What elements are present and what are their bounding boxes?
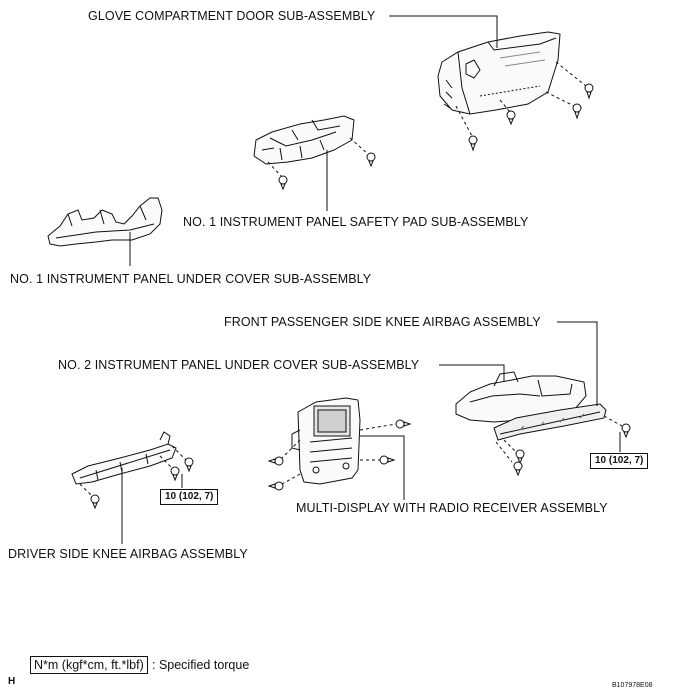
passenger-airbag-part (493, 403, 607, 441)
safety-pad-label: NO. 1 INSTRUMENT PANEL SAFETY PAD SUB-AS… (183, 215, 529, 229)
torque-legend-description: : Specified torque (152, 658, 250, 672)
under-cover-2-part (455, 371, 587, 423)
safety-pad-screws (267, 137, 376, 191)
driver-airbag-part (71, 431, 177, 485)
safety-pad-part (253, 115, 355, 165)
under-cover-1-part (47, 197, 163, 247)
passenger-airbag-label: FRONT PASSENGER SIDE KNEE AIRBAG ASSEMBL… (224, 315, 541, 329)
figure-code: B107978E08 (612, 682, 653, 689)
glove-door-screws (455, 61, 594, 152)
glove-compartment-door-label: GLOVE COMPARTMENT DOOR SUB-ASSEMBLY (88, 9, 376, 23)
under-cover-2-label: NO. 2 INSTRUMENT PANEL UNDER COVER SUB-A… (58, 358, 420, 372)
multi-display-label: MULTI-DISPLAY WITH RADIO RECEIVER ASSEMB… (296, 501, 608, 515)
driver-airbag-label: DRIVER SIDE KNEE AIRBAG ASSEMBLY (8, 547, 248, 561)
glove-door-leader (389, 15, 498, 48)
driver-torque-value: 10 (102, 7) (160, 489, 219, 505)
torque-legend-unit: N*m (kgf*cm, ft.*lbf) (30, 656, 148, 674)
passenger-airbag-leader (557, 321, 598, 406)
multi-display-part (291, 397, 361, 485)
corner-letter: H (8, 676, 16, 687)
passenger-torque-value: 10 (102, 7) (590, 453, 649, 469)
glove-compartment-door-part (437, 31, 561, 115)
passenger-airbag-screws (495, 415, 631, 477)
multi-display-leader (360, 435, 405, 500)
under-cover-1-label: NO. 1 INSTRUMENT PANEL UNDER COVER SUB-A… (10, 272, 372, 286)
under-cover-2-leader (439, 364, 505, 382)
driver-airbag-screws (79, 445, 194, 510)
multi-display-screws (267, 419, 412, 491)
